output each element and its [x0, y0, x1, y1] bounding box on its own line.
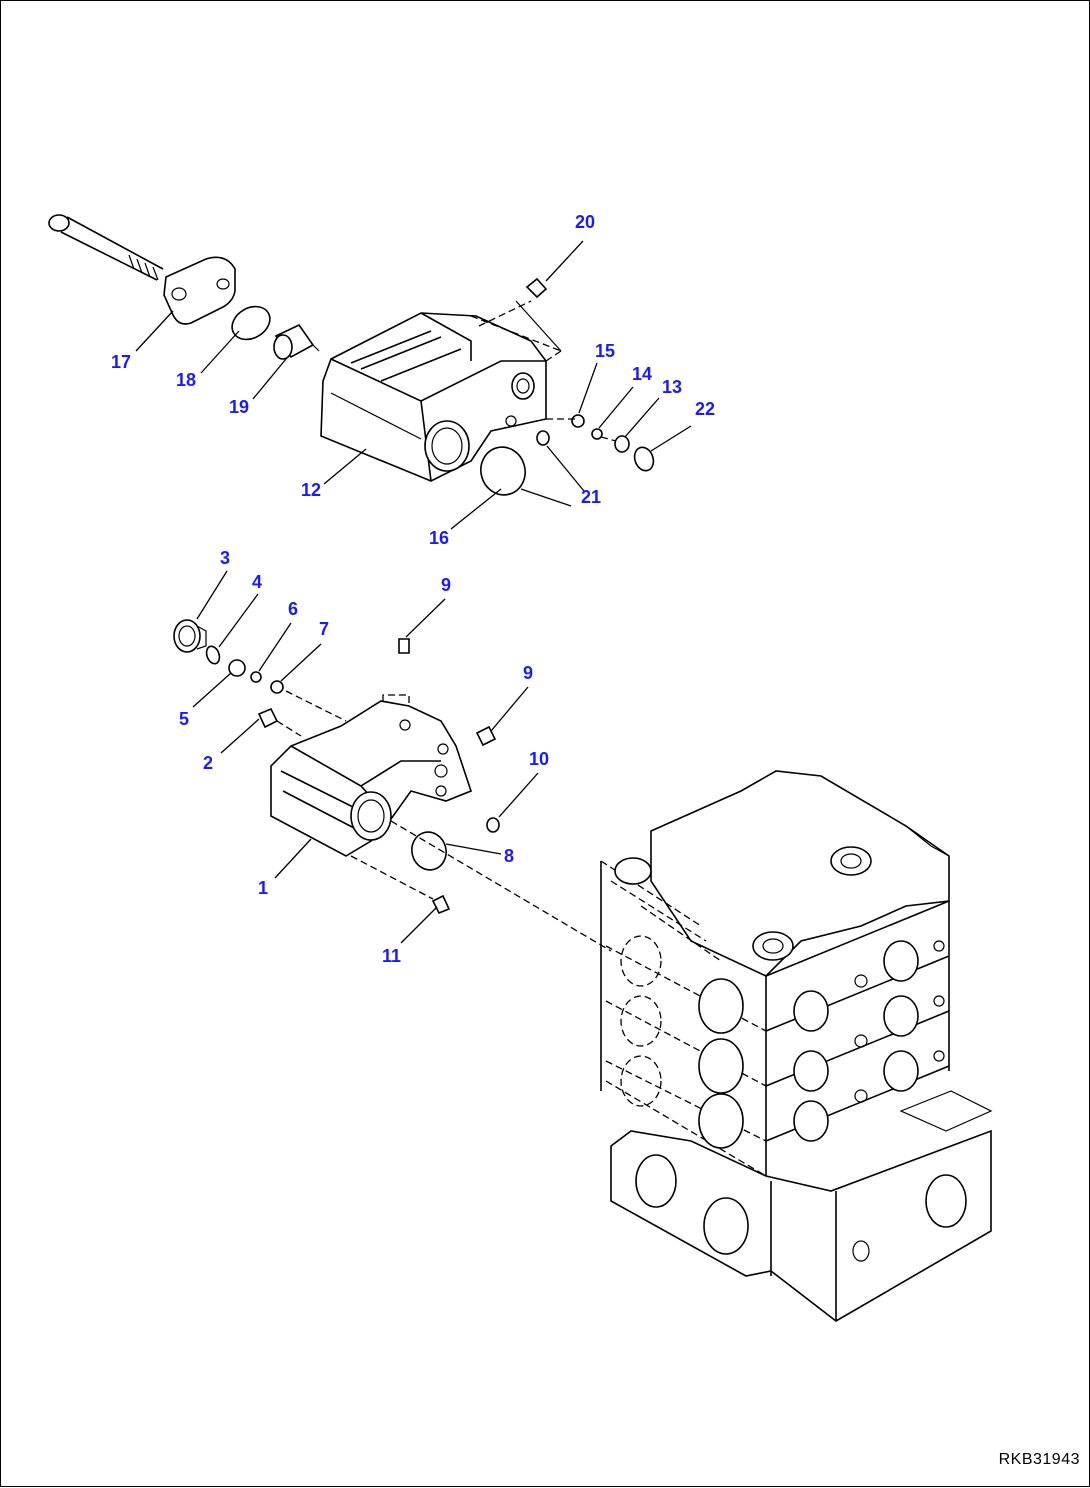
callout-16: 16	[429, 528, 449, 548]
plug-9-upper-drawing	[398, 638, 410, 654]
callout-9-upper: 9	[441, 575, 451, 595]
callout-21: 21	[581, 487, 601, 507]
callout-8: 8	[504, 846, 514, 866]
part-9-10-8-11-drawing	[350, 725, 500, 915]
valve-body-1-drawing	[270, 694, 472, 857]
plug-20-drawing	[525, 277, 548, 299]
callout-17: 17	[111, 352, 131, 372]
main-valve-body-drawing	[600, 770, 993, 1322]
plug-19-drawing	[273, 323, 320, 360]
drawing-code: RKB31943	[998, 1451, 1080, 1468]
callouts: 1 2 3 4 5 6 7 8 9 9 10 11 12 13 14 15 16…	[111, 212, 715, 966]
callout-22: 22	[695, 399, 715, 419]
oring-18-drawing	[231, 305, 271, 341]
plug-3-drawing	[173, 619, 207, 653]
callout-15: 15	[595, 341, 615, 361]
callout-3: 3	[220, 548, 230, 568]
plug-2-drawing	[257, 707, 302, 737]
callout-11: 11	[382, 946, 401, 966]
leader-lines	[135, 240, 692, 944]
callout-13: 13	[662, 377, 682, 397]
callout-10: 10	[529, 749, 549, 769]
oring-4-drawing	[205, 645, 221, 665]
callout-20: 20	[575, 212, 595, 232]
valve-body-12-drawing	[320, 300, 562, 482]
callout-19: 19	[229, 397, 249, 417]
cover-plate-17-drawing	[163, 256, 236, 325]
callout-7: 7	[319, 619, 329, 639]
seal-parts-13-14-15-21-22-drawing	[536, 414, 655, 472]
callout-12: 12	[301, 480, 321, 500]
callout-5: 5	[179, 709, 189, 729]
callout-2: 2	[203, 753, 213, 773]
assembly-centerline	[390, 820, 612, 952]
callout-18: 18	[176, 370, 196, 390]
bolt-17-drawing	[48, 214, 164, 281]
callout-1: 1	[258, 878, 268, 898]
callout-4: 4	[252, 572, 262, 592]
callout-9-lower: 9	[523, 663, 533, 683]
part-5-6-7-drawing	[228, 659, 347, 722]
oring-16-drawing	[480, 446, 572, 507]
callout-6: 6	[288, 599, 298, 619]
callout-14: 14	[632, 364, 652, 384]
